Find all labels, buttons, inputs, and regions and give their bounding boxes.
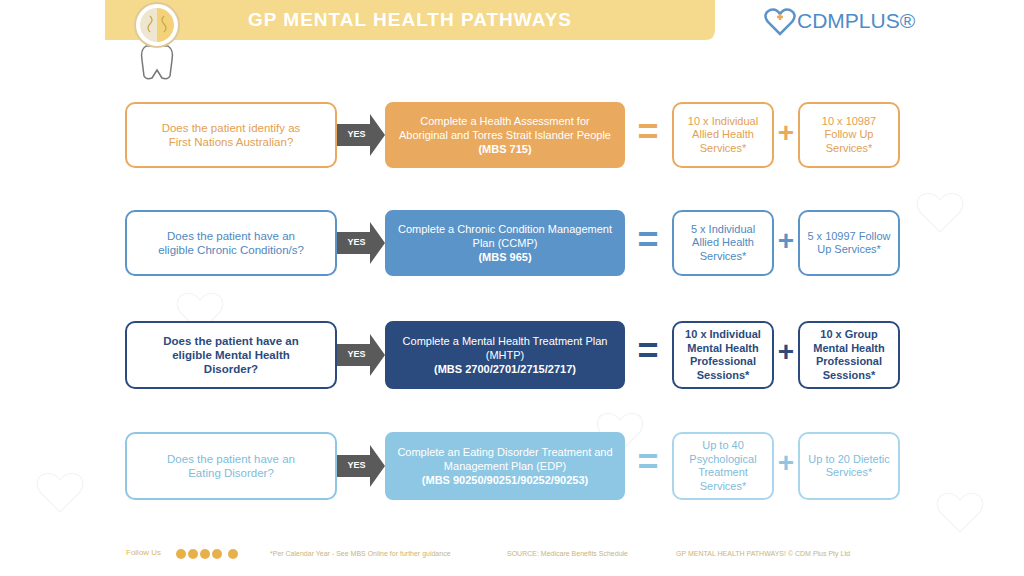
- source-note: SOURCE: Medicare Benefits Schedule: [507, 550, 628, 557]
- yes-arrow: [337, 222, 385, 264]
- node-text: Does the patient have an eligible Mental…: [153, 334, 309, 376]
- node-text: Complete an Eating Disorder Treatment an…: [397, 445, 613, 473]
- footnote: *Per Calendar Year - See MBS Online for …: [270, 550, 451, 557]
- outcome-box: 10 x Group Mental Health Professional Se…: [798, 321, 900, 389]
- mbs-code: (MBS 2700/2701/2715/2717): [434, 362, 576, 376]
- mbs-code: (MBS 90250/90251/90252/90253): [422, 473, 588, 487]
- plus-sign: +: [775, 119, 797, 147]
- equals-sign: =: [634, 114, 662, 150]
- node-text: Does the patient have an Eating Disorder…: [153, 452, 309, 480]
- node-text: 5 x 10997 Follow Up Services*: [806, 230, 892, 257]
- plus-sign: +: [775, 338, 797, 366]
- plan-box: Complete a Mental Health Treatment Plan …: [385, 321, 625, 389]
- node-text: 10 x 10987 Follow Up Services*: [806, 115, 892, 156]
- outcome-box: Up to 20 Dietetic Services*: [798, 432, 900, 500]
- question-box: Does the patient have an Eating Disorder…: [125, 432, 337, 500]
- question-box: Does the patient have an eligible Chroni…: [125, 210, 337, 276]
- follow-us: Follow Us: [126, 549, 161, 557]
- node-text: 10 x Individual Mental Health Profession…: [680, 328, 766, 382]
- equals-sign: =: [634, 222, 662, 258]
- node-text: Complete a Health Assessment for Aborigi…: [397, 114, 613, 142]
- social-icons: [176, 549, 238, 559]
- outcome-box: 10 x Individual Mental Health Profession…: [672, 321, 774, 389]
- plan-box: Complete an Eating Disorder Treatment an…: [385, 432, 625, 500]
- logo-text: CDMPLUS®: [797, 10, 915, 31]
- node-text: Does the patient have an eligible Chroni…: [153, 229, 309, 257]
- node-text: 10 x Group Mental Health Professional Se…: [806, 328, 892, 382]
- heart-pattern: [37, 193, 982, 532]
- edge-label: YES: [337, 130, 376, 139]
- node-text: Complete a Chronic Condition Management …: [397, 222, 613, 250]
- edge-label: YES: [337, 350, 376, 359]
- equals-sign: =: [634, 444, 662, 480]
- plus-sign: +: [775, 449, 797, 477]
- outcome-box: 5 x 10997 Follow Up Services*: [798, 210, 900, 276]
- title-banner: [105, 0, 715, 40]
- edge-label: YES: [337, 238, 376, 247]
- mbs-code: (MBS 965): [478, 250, 531, 264]
- copyright-note: GP MENTAL HEALTH PATHWAYS! © CDM Plus Pt…: [676, 550, 850, 557]
- yes-arrow: [337, 334, 385, 376]
- logo-heart-icon: [765, 10, 794, 35]
- node-text: 5 x Individual Allied Health Services*: [680, 223, 766, 264]
- question-box: Does the patient have an eligible Mental…: [125, 321, 337, 389]
- outcome-box: 10 x Individual Allied Health Services*: [672, 102, 774, 168]
- title-text: GP MENTAL HEALTH PATHWAYS: [105, 9, 715, 31]
- outcome-box: Up to 40 Psychological Treatment Service…: [672, 432, 774, 500]
- plan-box: Complete a Chronic Condition Management …: [385, 210, 625, 276]
- node-text: Up to 20 Dietetic Services*: [806, 453, 892, 480]
- mbs-code: (MBS 715): [478, 142, 531, 156]
- yes-arrow: [337, 114, 385, 156]
- yes-arrow: [337, 445, 385, 487]
- plan-box: Complete a Health Assessment for Aborigi…: [385, 102, 625, 168]
- outcome-box: 5 x Individual Allied Health Services*: [672, 210, 774, 276]
- node-text: Does the patient identify as First Natio…: [153, 121, 309, 149]
- outcome-box: 10 x 10987 Follow Up Services*: [798, 102, 900, 168]
- edge-label: YES: [337, 461, 376, 470]
- question-box: Does the patient identify as First Natio…: [125, 102, 337, 168]
- node-text: Up to 40 Psychological Treatment Service…: [680, 439, 766, 493]
- node-text: 10 x Individual Allied Health Services*: [680, 115, 766, 156]
- equals-sign: =: [634, 333, 662, 369]
- plus-sign: +: [775, 227, 797, 255]
- node-text: Complete a Mental Health Treatment Plan …: [397, 334, 613, 362]
- character-illustration: [135, 3, 179, 79]
